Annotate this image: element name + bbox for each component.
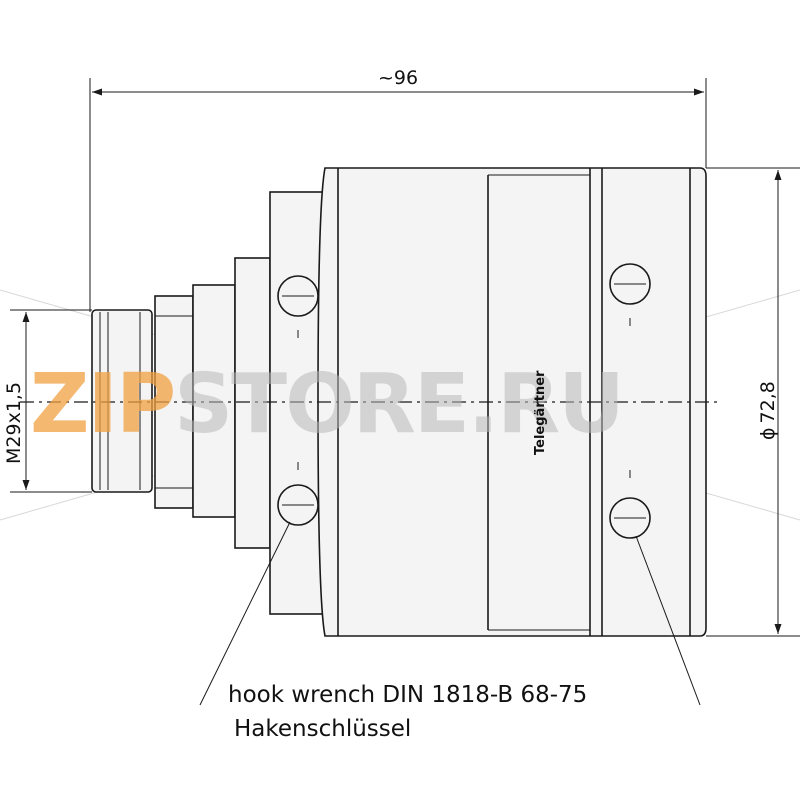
brand-marking: Telegärtner [533,370,548,455]
watermark: ZIPSTORE.RU [30,357,623,452]
callout-line-2: Hakenschlüssel [234,716,411,742]
threaded-end [91,309,153,493]
thread-dimension: M29x1,5 [3,309,92,493]
diameter-symbol: ϕ [757,427,779,440]
callout-leaders [199,521,701,706]
shoulder-1 [192,284,236,518]
wrench-hole-right-top [609,263,651,305]
wrench-hole-right-bottom [609,497,651,539]
svg-text:ϕ72,8: ϕ 72,8 [757,381,779,440]
shoulder-2 [234,257,271,549]
wrench-hole-left-top [277,275,319,317]
length-dimension: ~96 [89,67,707,312]
callout-line-1: hook wrench DIN 1818-B 68-75 [228,682,587,708]
wrench-hole-left-bottom [277,484,319,526]
wrench-holes [277,263,651,539]
diameter-label: 72,8 [757,381,779,423]
thread-label: M29x1,5 [3,382,25,464]
watermark-zip: ZIP [30,357,174,452]
length-label: ~96 [378,67,418,89]
watermark-rest: STORE.RU [174,357,623,452]
diameter-dimension: ϕ 72,8 [706,167,800,637]
